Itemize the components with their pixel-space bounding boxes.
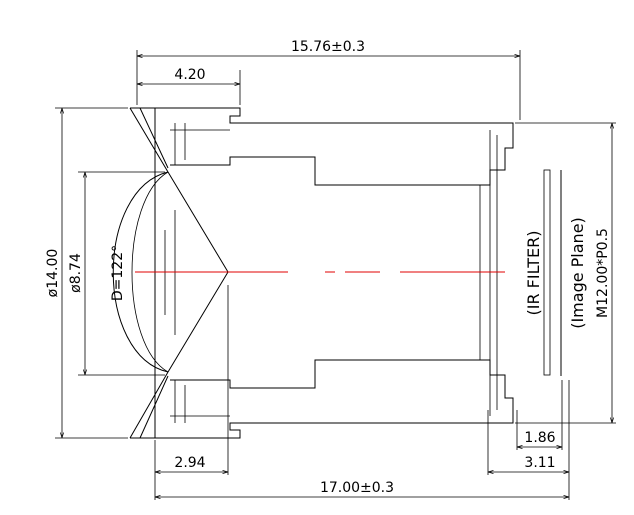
ir-filter-plate	[543, 169, 551, 376]
dim-image-plane-offset: 3.11	[524, 455, 555, 471]
dim-front-element-diameter: ø8.74	[68, 253, 84, 293]
dim-field-of-view: D=122°	[110, 245, 126, 301]
dim-overall-bottom: 17.00±0.3	[320, 480, 394, 496]
label-ir-filter: (IR FILTER)	[524, 230, 543, 315]
dim-ir-filter-offset: 1.86	[524, 430, 555, 446]
dim-lens-depth: 2.94	[174, 455, 205, 471]
dim-flange-width: 4.20	[174, 67, 205, 83]
dim-thread: M12.00*P0.5	[595, 228, 611, 318]
dim-overall-top: 15.76±0.3	[291, 39, 365, 55]
extension-lines	[55, 50, 616, 500]
label-image-plane: (Image Plane)	[568, 217, 587, 329]
dim-outer-diameter: ø14.00	[45, 249, 61, 298]
lens-body	[112, 107, 514, 439]
